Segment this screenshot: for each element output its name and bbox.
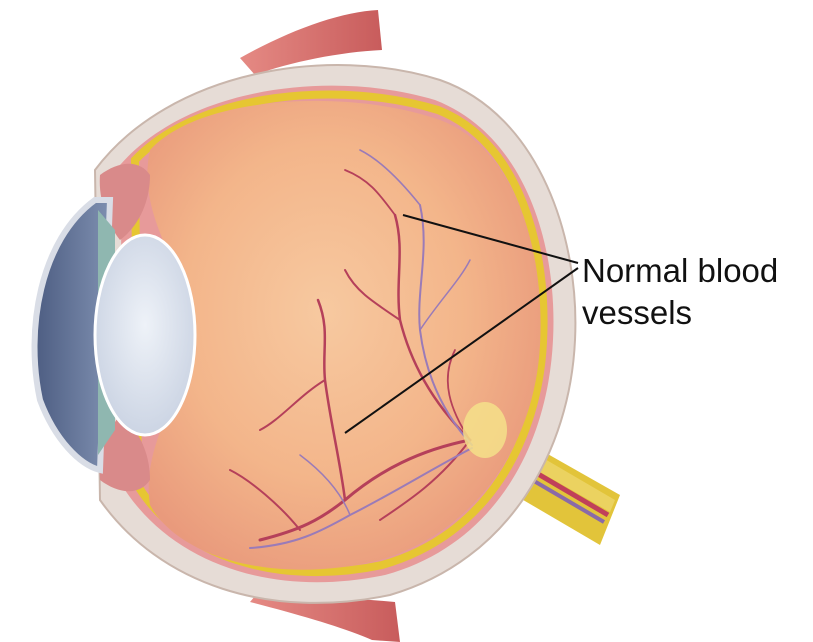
callout-label-line1: Normal blood <box>582 250 810 292</box>
callout-label-line2: vessels <box>582 292 810 334</box>
callout-label: Normal blood vessels <box>582 250 810 334</box>
optic-disc <box>463 402 507 458</box>
lens <box>95 235 195 435</box>
